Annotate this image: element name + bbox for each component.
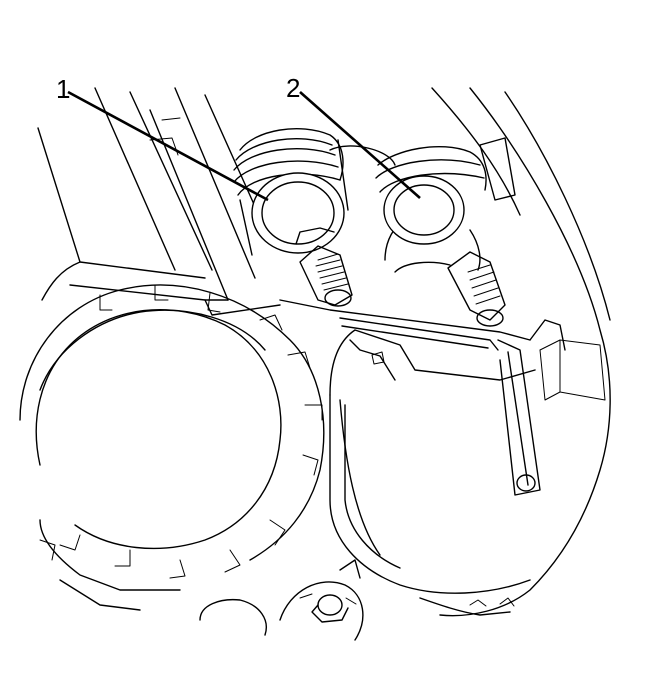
spring-left [299,245,353,307]
worm-gear-right [329,145,487,273]
gear-hub-2 [383,175,465,245]
linkage-rail [279,299,566,496]
mounting-ring [19,284,325,611]
bottom-parts [199,559,515,641]
callout-2-label: 2 [286,73,300,103]
callout-1-label: 1 [56,74,70,104]
leader-line-1 [67,90,269,202]
sector-housing [329,329,536,594]
leader-line-2 [299,91,421,199]
callout-leaders [67,90,421,202]
left-shell [37,87,281,316]
gear-hub-1 [251,172,345,254]
spring-right [447,251,506,327]
outer-housing [431,87,611,617]
